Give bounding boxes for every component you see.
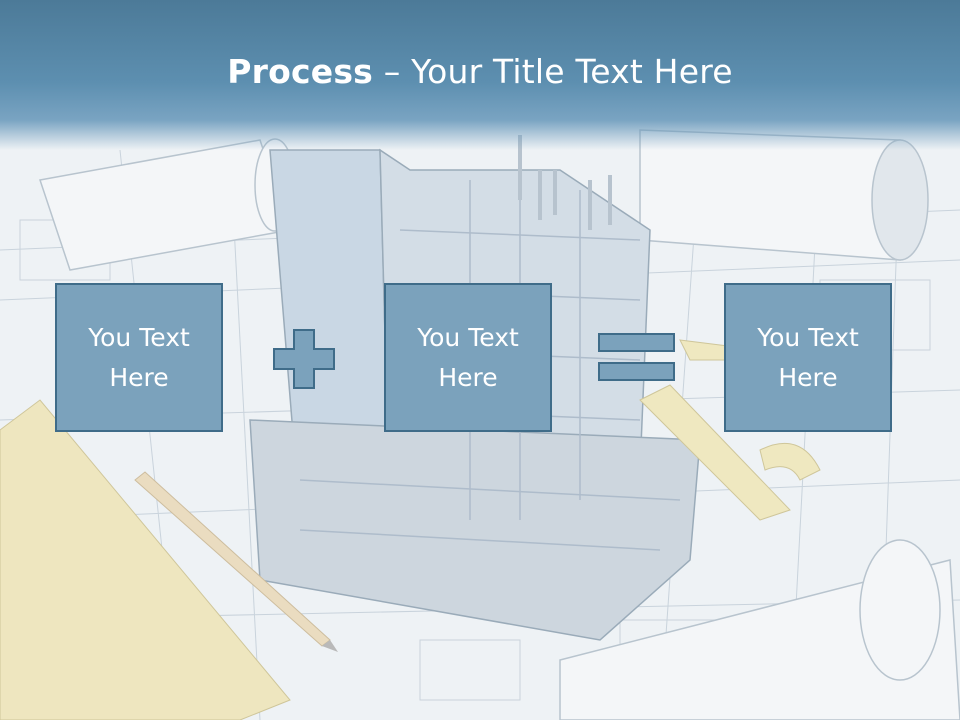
title-bar <box>0 0 960 150</box>
title-rest-text: – Your Title Text Here <box>373 52 733 91</box>
process-box-2-line2: Here <box>438 362 498 392</box>
equals-icon-bottom-bar <box>598 362 675 381</box>
process-box-3-line2: Here <box>778 362 838 392</box>
title-bold-text: Process <box>227 52 374 91</box>
process-box-3-line1: You Text <box>757 322 859 352</box>
process-box-2-line1: You Text <box>417 322 519 352</box>
slide-title: Process – Your Title Text Here <box>0 52 960 91</box>
process-box-1-line2: Here <box>109 362 169 392</box>
plus-icon <box>273 329 335 389</box>
process-box-1-line1: You Text <box>88 322 190 352</box>
equals-icon-top-bar <box>598 333 675 352</box>
